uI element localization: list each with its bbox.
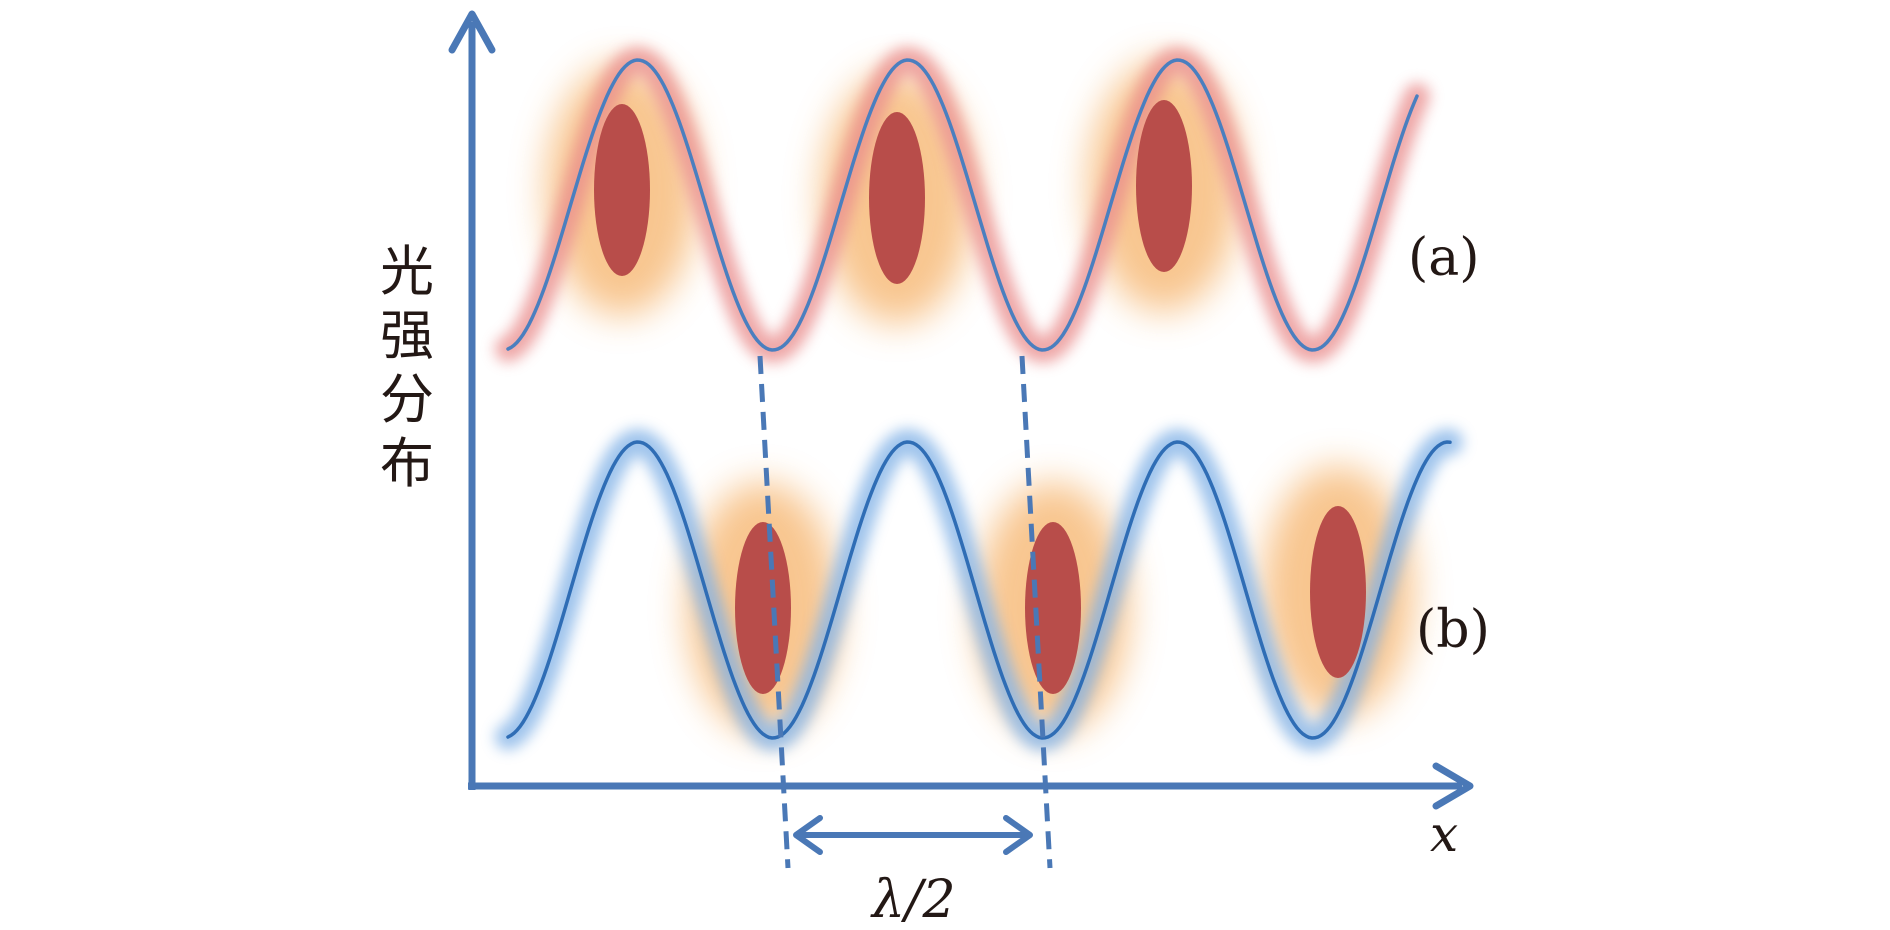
curve-a-label: (a) [1408, 228, 1480, 288]
curve-b-group [495, 428, 1463, 752]
curve-b-label: (b) [1416, 600, 1490, 660]
atom-b-1 [735, 522, 791, 694]
spacing-arrow-right-head [1003, 815, 1033, 855]
atom-b-3 [1310, 506, 1366, 678]
spacing-label: λ/2 [872, 870, 956, 930]
y-axis-label-char-1: 光 [380, 240, 434, 303]
y-axis-label: 光 强 分 布 [372, 240, 442, 496]
y-axis-label-char-3: 分 [380, 368, 434, 431]
axes [448, 10, 1474, 810]
alignment-lines [757, 355, 1053, 869]
dashed-line-left [757, 355, 791, 869]
y-axis-label-char-4: 布 [380, 432, 434, 495]
dashed-line-right [1019, 355, 1053, 869]
curve-b-line [506, 440, 1452, 740]
atom-a-3 [1136, 100, 1192, 272]
atom-a-1 [594, 104, 650, 276]
curve-a-line [506, 58, 1419, 352]
y-axis-arrowhead [448, 10, 496, 54]
spacing-arrow-left-head [793, 815, 823, 855]
x-axis-label: x [1430, 805, 1459, 863]
curve-a-group [495, 46, 1430, 364]
spacing-arrow [793, 815, 1033, 855]
y-axis-label-char-2: 强 [380, 304, 434, 367]
x-axis-arrowhead [1432, 762, 1474, 810]
atom-a-2 [869, 112, 925, 284]
